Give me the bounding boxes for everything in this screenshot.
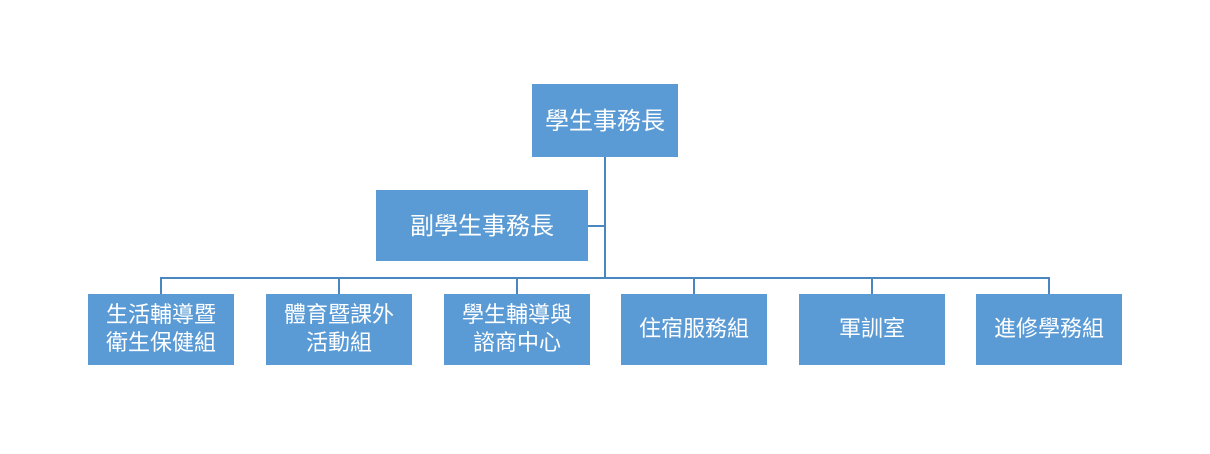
node-vice-dean: 副學生事務長 <box>376 190 588 261</box>
connector-drop-5 <box>871 277 873 294</box>
node-continuing-education-affairs: 進修學務組 <box>976 294 1122 365</box>
connector-drop-2 <box>338 277 340 294</box>
node-label-line1: 住宿服務組 <box>638 316 749 342</box>
node-label-line1: 進修學務組 <box>993 316 1104 342</box>
connector-drop-4 <box>693 277 695 294</box>
connector-drop-3 <box>516 277 518 294</box>
connector-horizontal-bus <box>160 277 1050 279</box>
node-label-line2: 活動組 <box>305 330 372 356</box>
node-label: 學生事務長 <box>545 106 665 135</box>
connector-assistant <box>588 225 605 227</box>
node-label-line1: 軍訓室 <box>838 316 905 342</box>
connector-drop-1 <box>160 277 162 294</box>
node-military-training: 軍訓室 <box>799 294 945 365</box>
node-label-line2: 諮商中心 <box>472 330 561 356</box>
node-label-line1: 生活輔導暨 <box>105 303 216 328</box>
node-counseling-center: 學生輔導與 諮商中心 <box>444 294 590 365</box>
node-dean-of-student-affairs: 學生事務長 <box>532 84 678 157</box>
node-life-guidance-health: 生活輔導暨 衛生保健組 <box>88 294 234 365</box>
connector-trunk <box>604 157 606 278</box>
node-label-line1: 學生輔導與 <box>461 303 572 328</box>
node-sports-extracurricular: 體育暨課外 活動組 <box>266 294 412 365</box>
node-label-line2: 衛生保健組 <box>105 330 216 356</box>
node-label: 副學生事務長 <box>410 211 554 240</box>
connector-drop-6 <box>1048 277 1050 294</box>
node-label-line1: 體育暨課外 <box>283 303 394 328</box>
node-housing-services: 住宿服務組 <box>621 294 767 365</box>
